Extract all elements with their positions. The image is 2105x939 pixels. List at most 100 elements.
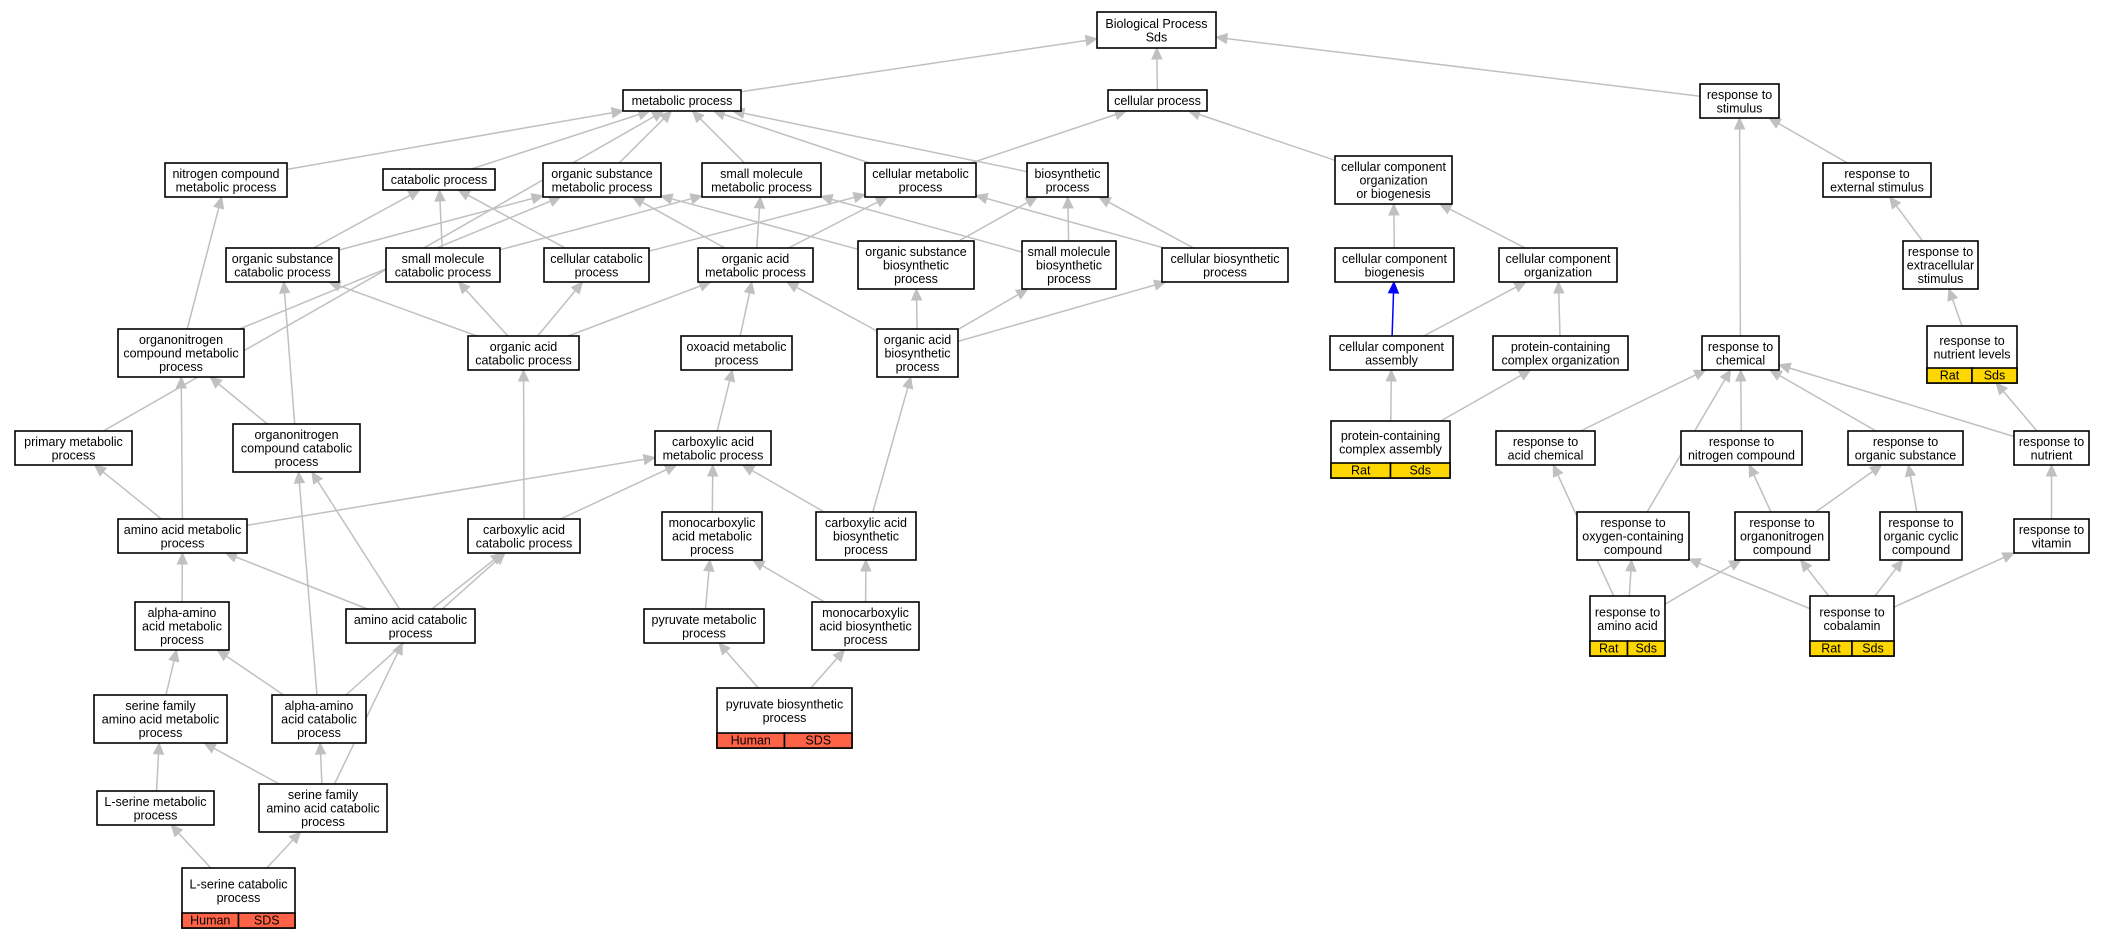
is-a-edge — [1580, 369, 1707, 432]
is-a-edge — [311, 470, 401, 610]
node-label-line: biosynthetic — [833, 530, 899, 544]
node-label-line: oxygen-containing — [1582, 530, 1684, 544]
node-label-line: acid biosynthetic — [819, 620, 911, 634]
node-label-line: cellular process — [1114, 94, 1201, 108]
edge-line — [957, 284, 1156, 343]
node-label-line: nutrient — [2031, 448, 2073, 462]
edge-line — [286, 111, 613, 171]
edge-line — [1893, 556, 2005, 608]
is-a-edge — [1874, 559, 1904, 597]
arrowhead — [852, 191, 867, 204]
annotation-cell — [783, 732, 853, 749]
is-a-edge — [175, 375, 188, 520]
edge-line — [226, 655, 285, 696]
node-box — [1021, 240, 1117, 290]
is-a-edge — [910, 287, 923, 330]
node-label-line: organic acid — [490, 340, 557, 354]
edge-line — [1874, 568, 1897, 597]
edge-line — [1423, 286, 1517, 337]
is-a-edge — [517, 368, 530, 520]
node-box — [1576, 511, 1690, 561]
edge-line — [796, 286, 878, 332]
arrowhead — [492, 552, 506, 566]
is-a-edge — [165, 648, 180, 696]
node-label-line: organic substance — [551, 167, 653, 181]
node-label-line: catabolic process — [476, 536, 573, 550]
node-box — [232, 423, 361, 473]
node-label-line: biosynthetic — [1034, 167, 1100, 181]
edge-line — [568, 285, 701, 337]
node-label-line: cobalamin — [1824, 619, 1881, 633]
node-label-line: pyruvate biosynthetic — [726, 697, 843, 711]
edge-line — [1815, 470, 1874, 513]
arrowhead — [785, 281, 800, 293]
node-label-line: complex assembly — [1339, 442, 1443, 456]
arrowhead — [457, 281, 471, 295]
arrowhead — [631, 196, 646, 208]
arrowhead — [1024, 196, 1039, 208]
node-label-line: organonitrogen — [1740, 530, 1824, 544]
arrowhead — [517, 368, 530, 382]
arrowhead — [874, 196, 889, 208]
node-box — [1107, 89, 1208, 112]
edge-line — [1698, 562, 1811, 610]
edge-line — [725, 650, 759, 689]
node-box — [542, 162, 662, 198]
node-label-line: cellular catabolic — [550, 252, 642, 266]
node-label-line: amino acid catabolic — [266, 802, 379, 816]
arrowhead — [1692, 369, 1707, 381]
node-label-line: response to — [2019, 523, 2084, 537]
node-label-line: compound metabolic — [123, 347, 238, 361]
arrowhead — [1385, 368, 1397, 382]
node-label-line: organic acid — [884, 333, 951, 347]
is-a-edge — [1438, 203, 1526, 249]
edge-line — [1779, 374, 1877, 432]
is-a-edge — [313, 189, 421, 249]
edge-line — [499, 197, 692, 251]
node-box — [622, 89, 742, 112]
edge-line — [1753, 474, 1772, 513]
node-label-line: process — [161, 536, 205, 550]
node-label-line: biogenesis — [1365, 265, 1425, 279]
node-label-line: response to — [1709, 435, 1774, 449]
arrowhead — [723, 368, 736, 383]
node-box — [701, 162, 822, 198]
is-a-edge — [1385, 368, 1397, 422]
node-label-line: organic substance — [232, 252, 334, 266]
node-label-line: cellular component — [1342, 252, 1447, 266]
node-box — [1699, 83, 1780, 119]
annotation-cell — [1851, 640, 1895, 657]
edge-line — [743, 112, 1028, 173]
node-label-line: response to — [1908, 245, 1973, 259]
edge-line — [537, 290, 576, 337]
node-label-line: cellular component — [1506, 252, 1611, 266]
node-box — [134, 601, 230, 651]
arrowhead — [659, 193, 674, 205]
edge-line — [1951, 299, 1963, 327]
node-label-line: assembly — [1365, 353, 1419, 367]
node-label-line: metabolic process — [705, 265, 806, 279]
node-label-line: process — [160, 633, 204, 647]
node-label-line: process — [1046, 180, 1090, 194]
is-a-edge — [1748, 463, 1772, 513]
arrowhead — [706, 463, 719, 477]
node-label-line: alpha-amino — [285, 699, 354, 713]
arrowhead — [530, 193, 545, 205]
edge-line — [958, 201, 1028, 242]
is-a-edge — [176, 551, 189, 603]
node-label-line: monocarboxylic — [822, 606, 909, 620]
is-a-edge — [703, 558, 715, 610]
is-a-edge — [691, 110, 746, 164]
is-a-edge — [93, 464, 162, 520]
